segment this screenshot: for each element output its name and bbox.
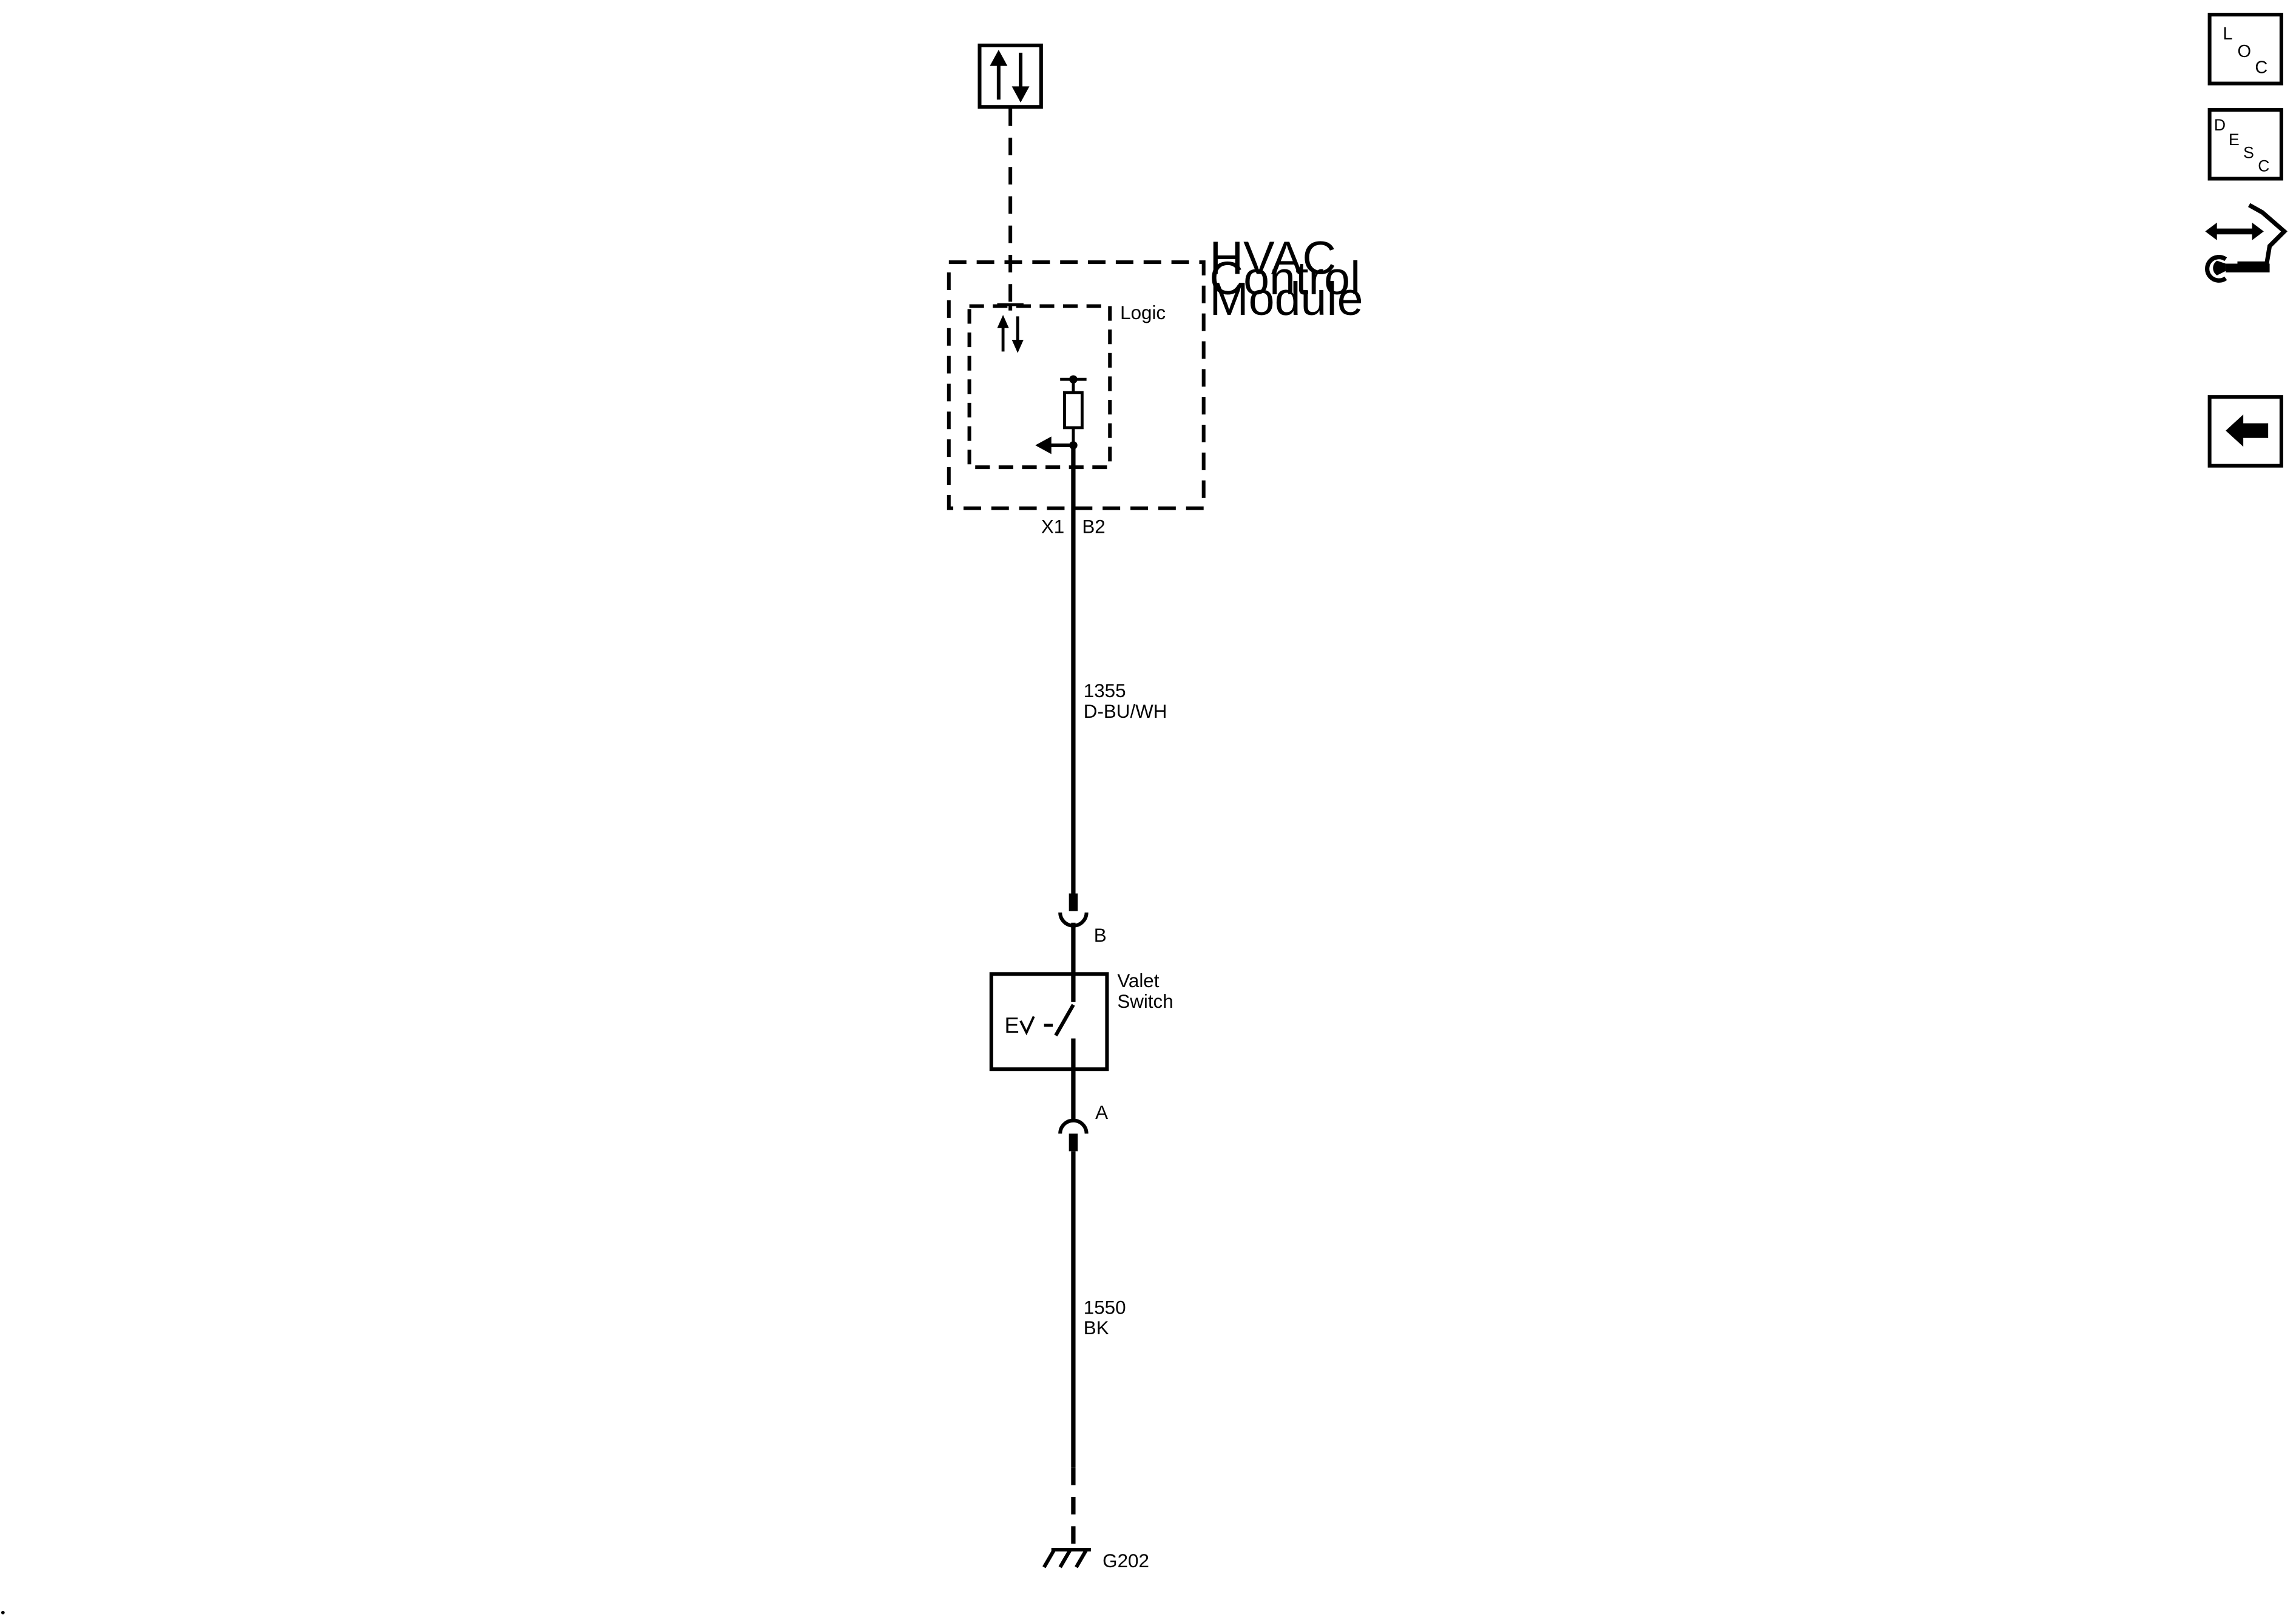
module-name-line-1: HVAC [1209, 232, 1336, 284]
connector-label: X1 [1041, 516, 1064, 538]
back-arrow-icon [2226, 414, 2269, 447]
switch-symbol-text: E [1005, 1013, 1019, 1038]
location-button[interactable]: L O C [2207, 13, 2283, 86]
hvac-control-module-box [947, 260, 1206, 510]
connector-pin-b [1058, 893, 1089, 974]
desc-letter-1: D [2214, 116, 2226, 134]
ground-label: G202 [1102, 1550, 1149, 1571]
pin-label: B2 [1082, 516, 1105, 538]
back-button[interactable] [2207, 395, 2283, 468]
ground-icon[interactable] [1042, 1547, 1091, 1568]
switch-pin-b-label: B [1094, 925, 1107, 946]
switch-name-line-2: Switch [1117, 991, 1173, 1012]
hvac-control-module-label: HVAC Control Module [1209, 232, 1363, 325]
loc-letter-1: L [2223, 24, 2232, 44]
internal-serial-arrows-icon [997, 303, 1024, 353]
loc-letter-3: C [2255, 58, 2267, 78]
desc-letter-4: C [2258, 157, 2269, 175]
desc-letter-3: S [2243, 144, 2254, 162]
location-icon: L O C [2223, 24, 2267, 78]
wire-1355-color: D-BU/WH [1084, 701, 1167, 722]
logic-box [967, 304, 1112, 470]
serial-data-symbol[interactable] [977, 43, 1043, 109]
wire-1550-circuit: 1550 [1084, 1297, 1126, 1318]
corner-mark [1, 1610, 5, 1615]
module-name-line-3: Module [1209, 273, 1363, 325]
connector-view-button[interactable] [2204, 203, 2288, 283]
wire-1550-color: BK [1084, 1317, 1109, 1338]
module-name-line-2: Control [1209, 252, 1360, 305]
switch-pin-a-label: A [1095, 1102, 1108, 1123]
description-icon: D E S C [2214, 116, 2270, 175]
wire-1355-circuit: 1355 [1084, 680, 1126, 701]
switch-name-line-1: Valet [1117, 970, 1159, 991]
logic-label: Logic [1120, 302, 1166, 323]
desc-letter-2: E [2229, 130, 2240, 149]
connector-view-icon [2204, 203, 2288, 283]
description-button[interactable]: D E S C [2207, 108, 2283, 181]
pull-up-resistor [1060, 375, 1087, 450]
valet-switch[interactable]: E [989, 972, 1109, 1072]
loc-letter-2: O [2237, 42, 2251, 61]
connector-pin-a [1058, 1069, 1089, 1152]
input-arrow-icon [1035, 436, 1073, 454]
